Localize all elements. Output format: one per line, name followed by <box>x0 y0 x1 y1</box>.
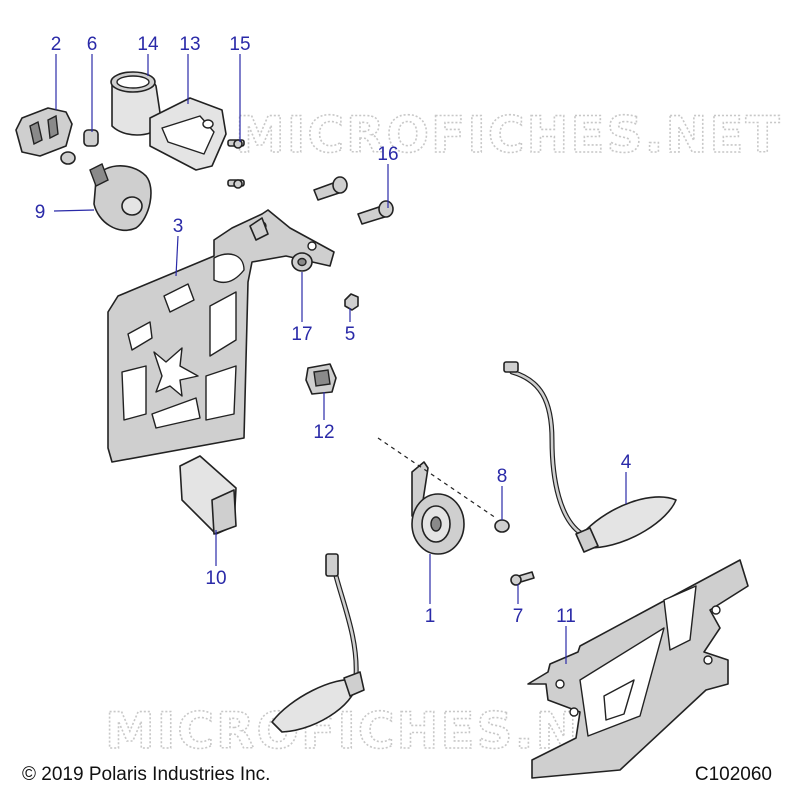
callout-13: 13 <box>179 34 200 55</box>
callout-4: 4 <box>621 452 632 473</box>
part-15-screw <box>227 139 245 149</box>
part-screw-small <box>227 179 245 189</box>
callout-12: 12 <box>313 422 334 443</box>
part-4-turn-signal <box>503 361 677 553</box>
callout-2: 2 <box>51 34 62 55</box>
callout-5: 5 <box>345 324 356 345</box>
watermark-top: MICROFICHES.NET <box>235 106 782 164</box>
part-7-screw <box>510 571 535 586</box>
leader-lines <box>53 54 627 664</box>
part-17-grommet <box>291 252 313 272</box>
callout-7: 7 <box>513 606 524 627</box>
part-2-switch-housing <box>15 107 76 165</box>
part-8-screw <box>494 519 510 533</box>
part-6-nut <box>83 129 99 147</box>
callout-11: 11 <box>556 606 576 627</box>
part-turn-signal-left <box>271 553 365 733</box>
callout-1: 1 <box>425 606 436 627</box>
callout-10: 10 <box>205 568 226 589</box>
callout-9: 9 <box>35 202 46 223</box>
copyright-text: © 2019 Polaris Industries Inc. <box>22 764 271 785</box>
drawing-number: C102060 <box>694 764 772 785</box>
part-3-mounting-plate <box>107 209 335 463</box>
part-11-plate-bracket <box>527 559 749 779</box>
callout-14: 14 <box>137 34 159 55</box>
part-5-nut <box>344 293 359 311</box>
callouts: 2 6 14 13 15 16 9 3 17 5 12 8 4 10 1 7 1… <box>35 34 632 627</box>
part-16-bolts <box>313 176 394 225</box>
part-1-horn <box>411 461 465 555</box>
part-9-ignition <box>89 163 152 231</box>
callout-15: 15 <box>229 34 250 55</box>
part-12-rocker-switch <box>305 363 337 395</box>
callout-8: 8 <box>497 466 508 487</box>
callout-16: 16 <box>377 144 398 165</box>
part-13-cover <box>149 97 227 171</box>
callout-6: 6 <box>87 34 98 55</box>
part-10-tail-lamp <box>179 455 237 535</box>
callout-17: 17 <box>291 324 312 345</box>
callout-3: 3 <box>173 216 184 237</box>
